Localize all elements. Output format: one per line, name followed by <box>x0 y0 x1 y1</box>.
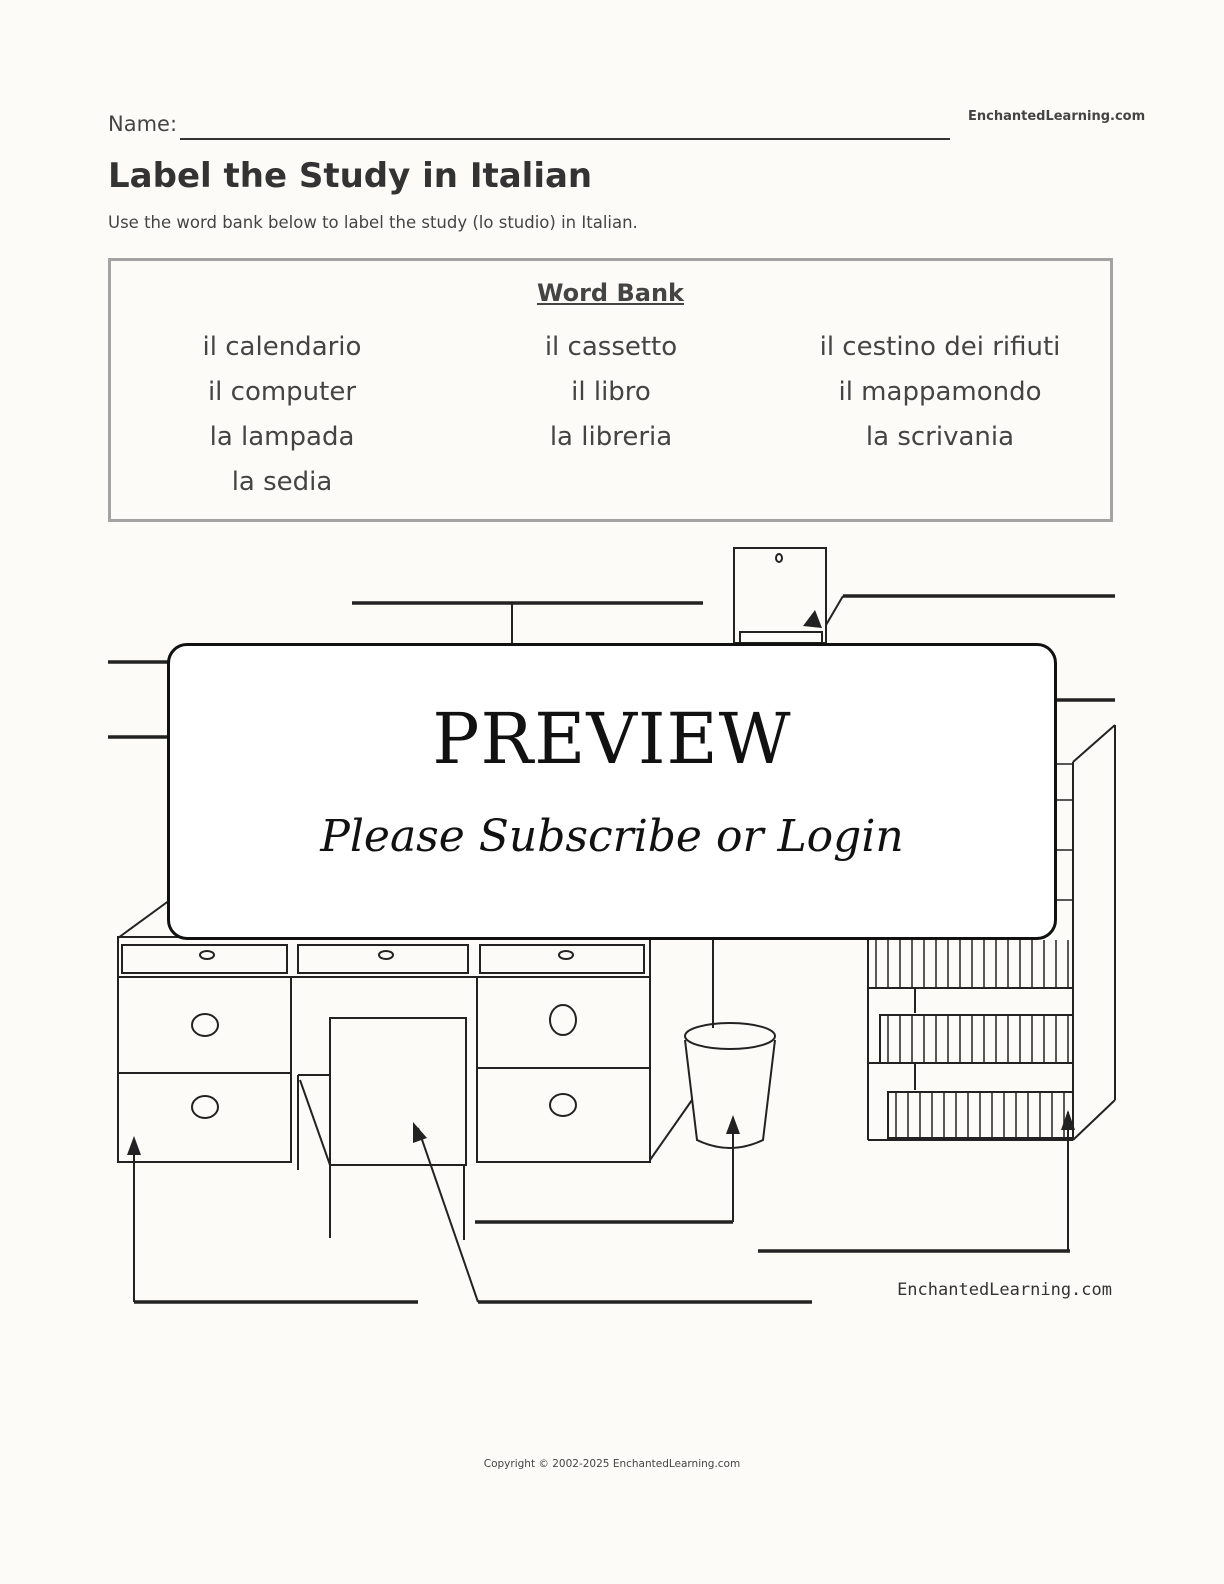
preview-overlay: PREVIEW Please Subscribe or Login <box>167 643 1057 940</box>
word: la libreria <box>549 422 673 452</box>
page-title: Label the Study in Italian <box>108 156 593 196</box>
chair <box>297 1017 467 1240</box>
word: il cestino dei rifiuti <box>819 332 1061 362</box>
subscribe-login-prompt: Please Subscribe or Login <box>320 811 904 862</box>
word: la sedia <box>231 467 333 497</box>
word-bank-column: il calendario il computer la lampada la … <box>117 325 447 505</box>
desk <box>117 899 651 1163</box>
site-logo: EnchantedLearning.com <box>968 109 1146 124</box>
computer <box>733 547 827 645</box>
copyright: Copyright © 2002-2025 EnchantedLearning.… <box>483 1458 741 1470</box>
word: il computer <box>207 377 357 407</box>
word-bank-column: il cassetto il libro la libreria <box>446 325 776 460</box>
word: il cassetto <box>544 332 678 362</box>
word: il libro <box>571 377 651 407</box>
bookshelf <box>867 724 1116 1141</box>
wastebasket <box>684 1022 776 1149</box>
instructions: Use the word bank below to label the stu… <box>108 213 638 232</box>
word-bank-title: Word Bank <box>536 279 684 307</box>
name-label: Name: <box>108 112 178 136</box>
pointer-lines <box>133 595 1069 1303</box>
preview-title: PREVIEW <box>432 698 792 780</box>
word-bank: Word Bank il calendario il computer la l… <box>108 258 1113 522</box>
word: la lampada <box>209 422 355 452</box>
name-line <box>180 138 950 140</box>
label-lines <box>108 594 1115 1304</box>
word: la scrivania <box>865 422 1015 452</box>
word-bank-column: il cestino dei rifiuti il mappamondo la … <box>775 325 1105 460</box>
word: il mappamondo <box>838 377 1042 407</box>
illustration-watermark: EnchantedLearning.com <box>897 1280 1112 1300</box>
word: il calendario <box>202 332 362 362</box>
